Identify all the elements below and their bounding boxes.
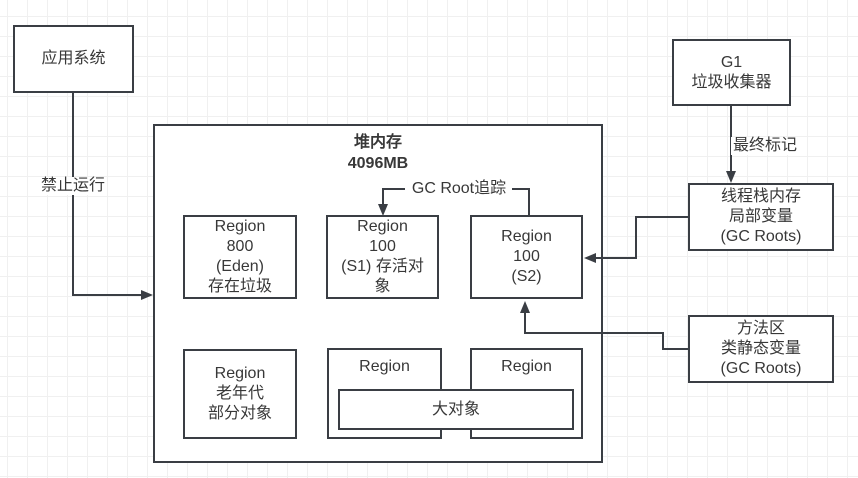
edge-app-to-heap[interactable] (72, 93, 153, 300)
region-s1-label: Region 100 (S1) 存活对 象 (341, 218, 424, 295)
method-area-label: 方法区 类静态变量 (GC Roots) (720, 320, 802, 377)
region-old-gen-label: Region 老年代 部分对象 (207, 365, 272, 422)
edge-label-forbid-run[interactable]: 禁止运行 (38, 177, 108, 195)
edge-label-gc-root-trace[interactable]: GC Root追踪 (409, 180, 509, 198)
heap-title: 堆内存 4096MB (347, 134, 409, 172)
region-old-gen-box[interactable]: Region 老年代 部分对象 (183, 349, 297, 439)
g1-collector-box[interactable]: G1 垃圾收集器 (672, 39, 791, 106)
edge-label-final-mark[interactable]: 最终标记 (731, 137, 800, 155)
big-object-box[interactable]: 大对象 (338, 389, 574, 430)
region-bottom-mid-label: Region (359, 358, 410, 375)
app-system-box[interactable]: 应用系统 (13, 25, 134, 93)
region-eden-label: Region 800 (Eden) 存在垃圾 (207, 218, 272, 295)
method-area-box[interactable]: 方法区 类静态变量 (GC Roots) (688, 315, 834, 383)
arrowhead-down (726, 171, 736, 183)
arrowhead-right (141, 290, 153, 300)
g1-collector-label: G1 垃圾收集器 (691, 53, 772, 91)
thread-stack-box[interactable]: 线程栈内存 局部变量 (GC Roots) (688, 183, 834, 251)
region-bottom-right-label: Region (501, 358, 552, 375)
region-s2-box[interactable]: Region 100 (S2) (470, 215, 583, 299)
region-eden-box[interactable]: Region 800 (Eden) 存在垃圾 (183, 215, 297, 299)
region-s1-box[interactable]: Region 100 (S1) 存活对 象 (326, 215, 439, 299)
region-s2-label: Region 100 (S2) (501, 228, 552, 285)
app-system-label: 应用系统 (41, 50, 106, 67)
big-object-label: 大对象 (431, 400, 480, 418)
thread-stack-label: 线程栈内存 局部变量 (GC Roots) (720, 188, 802, 245)
